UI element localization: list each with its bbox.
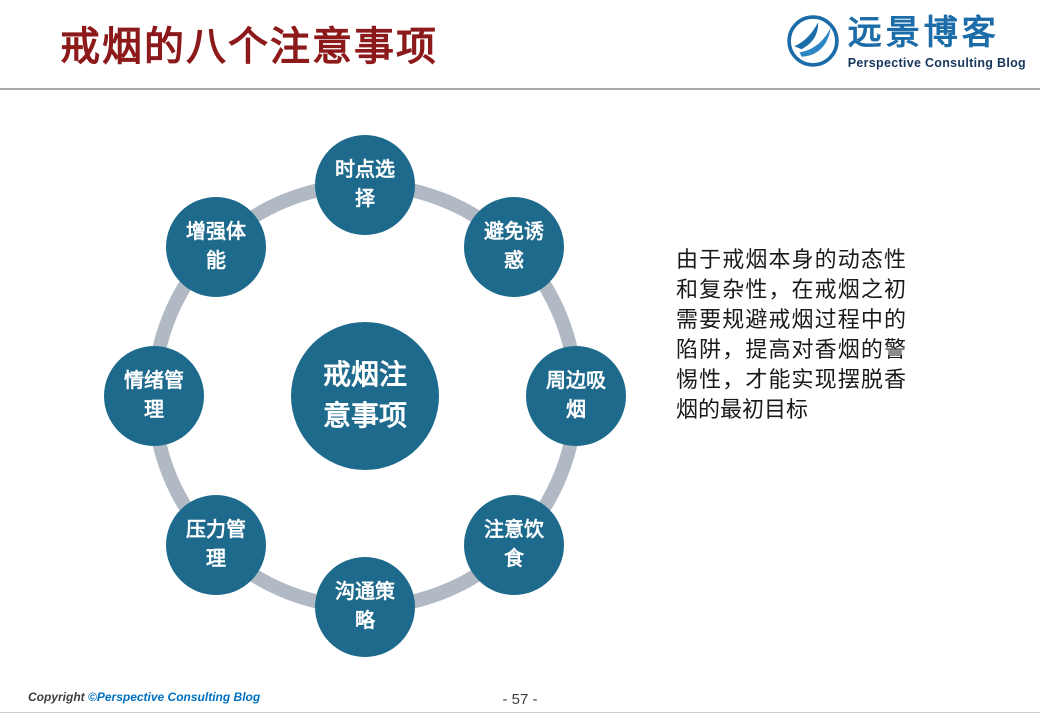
header-divider: [0, 88, 1040, 90]
diagram-center-label: 戒烟注意事项: [323, 359, 408, 431]
page-title: 戒烟的八个注意事项: [60, 25, 438, 69]
bottom-divider: [0, 712, 1040, 713]
diagram-center-node: 戒烟注意事项: [291, 322, 439, 470]
diagram-node-label: 注意饮食: [484, 519, 544, 570]
diagram-node-diet: 注意饮食: [464, 495, 564, 595]
diagram-node-timing: 时点选择: [315, 135, 415, 235]
logo-name: 远景博客: [847, 15, 1000, 52]
diagram-node-communication: 沟通策略: [315, 557, 415, 657]
copyright-prefix: Copyright: [28, 690, 88, 704]
diagram-node-emotion-management: 情绪管理: [104, 346, 204, 446]
diagram-node-label: 时点选择: [335, 159, 395, 210]
copyright: Copyright ©Perspective Consulting Blog: [28, 690, 260, 704]
page-number: - 57 -: [502, 691, 538, 708]
diagram-node-surrounding-smoking: 周边吸烟: [526, 346, 626, 446]
copyright-brand: ©Perspective Consulting Blog: [88, 690, 261, 704]
diagram-node-label: 情绪管理: [124, 370, 184, 421]
diagram-node-label: 沟通策略: [335, 581, 395, 632]
logo-text: 远景博客 Perspective Consulting Blog: [848, 14, 1026, 70]
description-text: 由于戒烟本身的动态性和复杂性，在戒烟之初需要规避戒烟过程中的陷阱，提高对香烟的警…: [676, 247, 906, 422]
diagram-node-label: 增强体能: [186, 221, 246, 272]
logo: 远景博客 Perspective Consulting Blog: [786, 14, 1026, 70]
diagram-node-label: 压力管理: [186, 519, 246, 570]
diagram-node-physical-fitness: 增强体能: [166, 197, 266, 297]
logo-subtitle: Perspective Consulting Blog: [847, 56, 1026, 70]
logo-swoosh-icon: [786, 14, 840, 68]
diagram-node-label: 周边吸烟: [546, 370, 606, 421]
diagram-node-avoid-temptation: 避免诱惑: [464, 197, 564, 297]
diagram-node-label: 避免诱惑: [484, 221, 544, 272]
diagram-node-stress-management: 压力管理: [166, 495, 266, 595]
